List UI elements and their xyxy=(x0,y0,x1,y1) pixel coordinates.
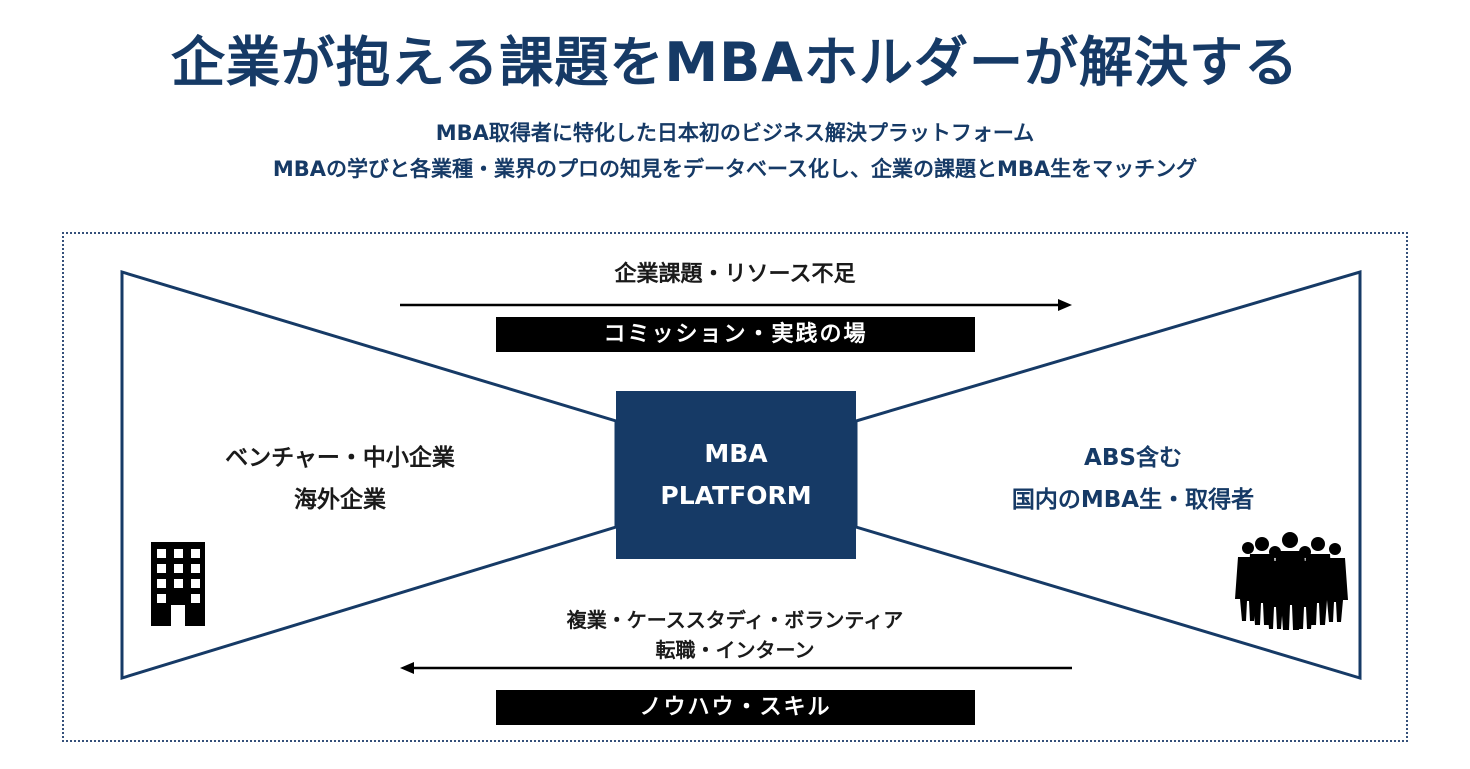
bottom-arrow xyxy=(400,662,1072,674)
right-mba-label: ABS含む 国内のMBA生・取得者 xyxy=(978,437,1288,521)
subtitle-line-2: MBAの学びと各業種・業界のプロの知見をデータベース化し、企業の課題とMBA生を… xyxy=(272,157,1198,181)
subtitle-line-1: MBA取得者に特化した日本初のビジネス解決プラットフォーム xyxy=(435,121,1035,145)
right-triangle xyxy=(854,269,1362,681)
right-line-1: ABS含む xyxy=(1084,445,1182,471)
left-companies-label: ベンチャー・中小企業 海外企業 xyxy=(190,437,490,521)
left-line-1: ベンチャー・中小企業 xyxy=(225,445,455,471)
platform-line-1: MBA xyxy=(704,439,768,468)
bottom-flow-label: 複業・ケーススタディ・ボランティア 転職・インターン xyxy=(440,605,1030,665)
bottom-bar-label: ノウハウ・スキル xyxy=(496,690,975,725)
top-flow-label: 企業課題・リソース不足 xyxy=(614,262,856,287)
top-arrow xyxy=(400,299,1072,311)
office-building-icon xyxy=(151,542,205,626)
page-title: 企業が抱える課題をMBAホルダーが解決する xyxy=(170,31,1300,94)
business-people-icon xyxy=(1235,532,1348,630)
left-line-2: 海外企業 xyxy=(294,487,386,513)
top-bar-label: コミッション・実践の場 xyxy=(496,317,975,352)
platform-line-2: PLATFORM xyxy=(660,481,812,510)
bottom-line-2: 転職・インターン xyxy=(655,638,815,662)
diagram-frame xyxy=(62,232,1408,742)
mba-platform-box: MBA PLATFORM xyxy=(616,391,856,559)
right-line-2: 国内のMBA生・取得者 xyxy=(1011,487,1255,513)
bottom-line-1: 複業・ケーススタディ・ボランティア xyxy=(566,608,904,632)
